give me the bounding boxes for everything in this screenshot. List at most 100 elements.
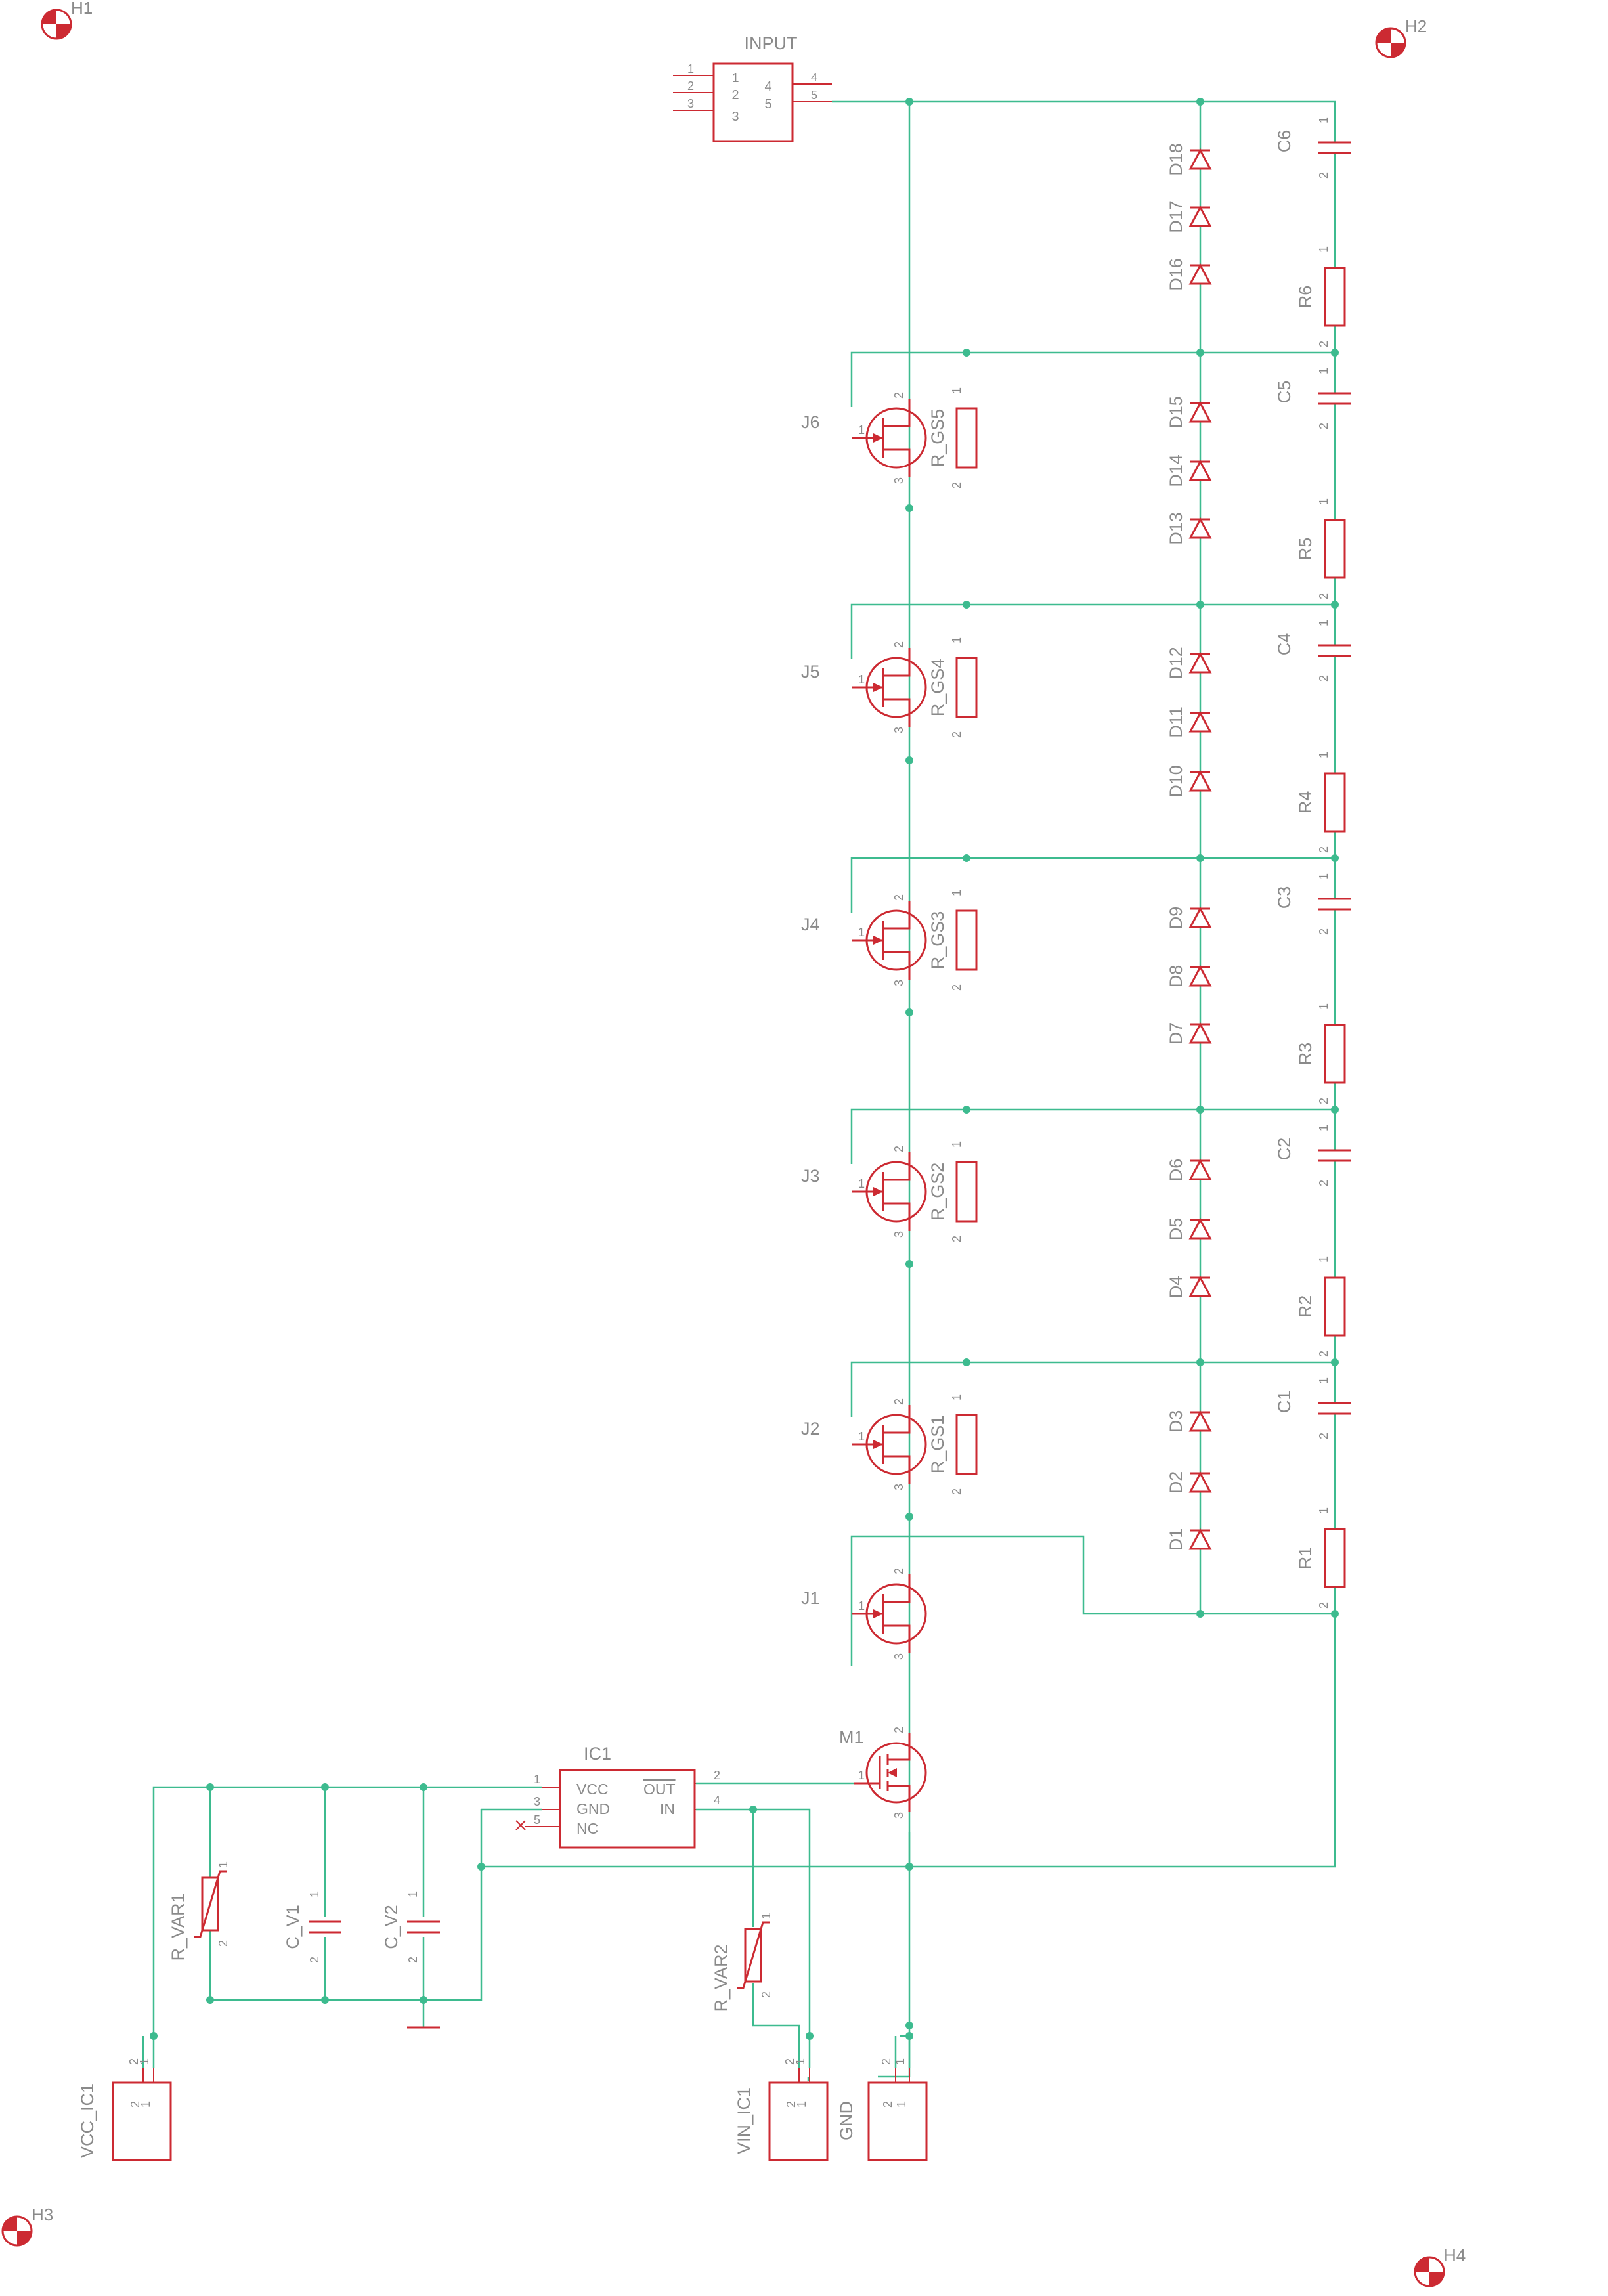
pin-number: 2 bbox=[760, 1991, 773, 1998]
resistor-label: R4 bbox=[1295, 791, 1315, 814]
pin-number: 1 bbox=[950, 387, 963, 394]
connector-label: VCC_IC1 bbox=[77, 2083, 97, 2158]
pin-number: 2 bbox=[892, 1727, 905, 1733]
pin-number: 1 bbox=[950, 1394, 963, 1400]
pin-number: 1 bbox=[1317, 246, 1330, 253]
junction-dot bbox=[905, 2032, 913, 2040]
hole-label: H3 bbox=[32, 2205, 53, 2224]
pin-number: 5 bbox=[534, 1813, 540, 1827]
junction-dot bbox=[1331, 1610, 1339, 1618]
diode-D15: D15 bbox=[1166, 396, 1212, 429]
wire bbox=[850, 1535, 1335, 1666]
junction-dot bbox=[905, 1008, 913, 1016]
pin-number: 1 bbox=[760, 1913, 773, 1919]
junction-dot bbox=[905, 756, 913, 764]
pin-number: 1 bbox=[950, 637, 963, 643]
resistor-label: R2 bbox=[1295, 1295, 1315, 1318]
junction-dot bbox=[963, 854, 970, 862]
diode-D10: D10 bbox=[1166, 765, 1212, 798]
junction-dot bbox=[749, 1806, 757, 1813]
pin-number: 2 bbox=[1317, 1098, 1330, 1104]
junction-dot bbox=[1331, 1106, 1339, 1114]
junction-dot bbox=[206, 1783, 214, 1791]
diode-label: D13 bbox=[1166, 512, 1186, 545]
capacitor-label: C_V1 bbox=[283, 1905, 303, 1949]
pin-number: 2 bbox=[950, 1236, 963, 1242]
ic-label: IC1 bbox=[584, 1744, 611, 1764]
pin-number: 3 bbox=[892, 477, 905, 484]
pin-number: 1 bbox=[1317, 368, 1330, 374]
pin-number: 2 bbox=[785, 2101, 798, 2108]
pin-number: 3 bbox=[687, 97, 694, 110]
wire bbox=[832, 100, 1336, 128]
junction-dot bbox=[1196, 1106, 1204, 1114]
diode-D12: D12 bbox=[1166, 647, 1212, 680]
input-pin: 4 bbox=[764, 79, 771, 94]
jfet-label: J1 bbox=[801, 1588, 820, 1608]
pin-number: 1 bbox=[1317, 1377, 1330, 1384]
gate-resistor-R_GS1: 12R_GS1 bbox=[928, 1394, 978, 1495]
pin-number: 3 bbox=[892, 980, 905, 986]
junction-layer bbox=[150, 98, 1339, 2040]
pin-number: 1 bbox=[858, 1599, 865, 1613]
diode-D5: D5 bbox=[1166, 1218, 1212, 1240]
diode-D1: D1 bbox=[1166, 1528, 1212, 1551]
diode-D3: D3 bbox=[1166, 1410, 1212, 1433]
wire bbox=[152, 1786, 542, 2036]
pin-number: 2 bbox=[127, 2058, 141, 2065]
pin-number: 1 bbox=[1317, 873, 1330, 880]
gate-resistor-R_GS5: 12R_GS5 bbox=[928, 387, 978, 488]
junction-dot bbox=[963, 1358, 970, 1366]
capacitor-label: C3 bbox=[1274, 886, 1294, 909]
pin-number: 2 bbox=[714, 1769, 720, 1782]
pin-number: 1 bbox=[1317, 1003, 1330, 1010]
pin-number: 1 bbox=[308, 1891, 321, 1897]
junction-dot bbox=[905, 504, 913, 512]
hole-label: H2 bbox=[1405, 16, 1427, 36]
pin-number: 2 bbox=[1317, 593, 1330, 599]
pin-number: 3 bbox=[892, 1812, 905, 1819]
diode-label: D1 bbox=[1166, 1528, 1186, 1551]
diode-D11: D11 bbox=[1166, 706, 1212, 738]
junction-dot bbox=[420, 1783, 427, 1791]
resistor-label: R_GS2 bbox=[928, 1163, 947, 1221]
diode-label: D8 bbox=[1166, 965, 1186, 988]
varistor-R_VAR2: 1 2 R_VAR2 bbox=[711, 1913, 773, 2012]
varistor-label: R_VAR2 bbox=[711, 1944, 731, 2012]
mounting-hole-H3: H3 bbox=[1, 2205, 53, 2247]
junction-dot bbox=[905, 1513, 913, 1521]
pin-number: 1 bbox=[1317, 498, 1330, 505]
pin-number: 1 bbox=[139, 2101, 152, 2108]
capacitor-label: C5 bbox=[1274, 381, 1294, 404]
junction-dot bbox=[206, 1996, 214, 2004]
diode-label: D3 bbox=[1166, 1410, 1186, 1433]
junction-dot bbox=[963, 601, 970, 609]
pin-number: 2 bbox=[950, 731, 963, 738]
pin-number: 2 bbox=[1317, 1602, 1330, 1609]
pin-number: 2 bbox=[308, 1957, 321, 1963]
pin-number: 1 bbox=[1317, 1125, 1330, 1131]
junction-dot bbox=[1196, 98, 1204, 106]
pin-number: 1 bbox=[138, 2058, 151, 2065]
resistor-label: R6 bbox=[1295, 286, 1315, 309]
pin-number: 4 bbox=[811, 71, 817, 84]
pin-number: 1 bbox=[1317, 1507, 1330, 1514]
pin-number: 1 bbox=[858, 423, 865, 437]
pin-number: 1 bbox=[687, 62, 694, 76]
junction-dot bbox=[1331, 854, 1339, 862]
capacitor-label: C6 bbox=[1274, 130, 1294, 153]
